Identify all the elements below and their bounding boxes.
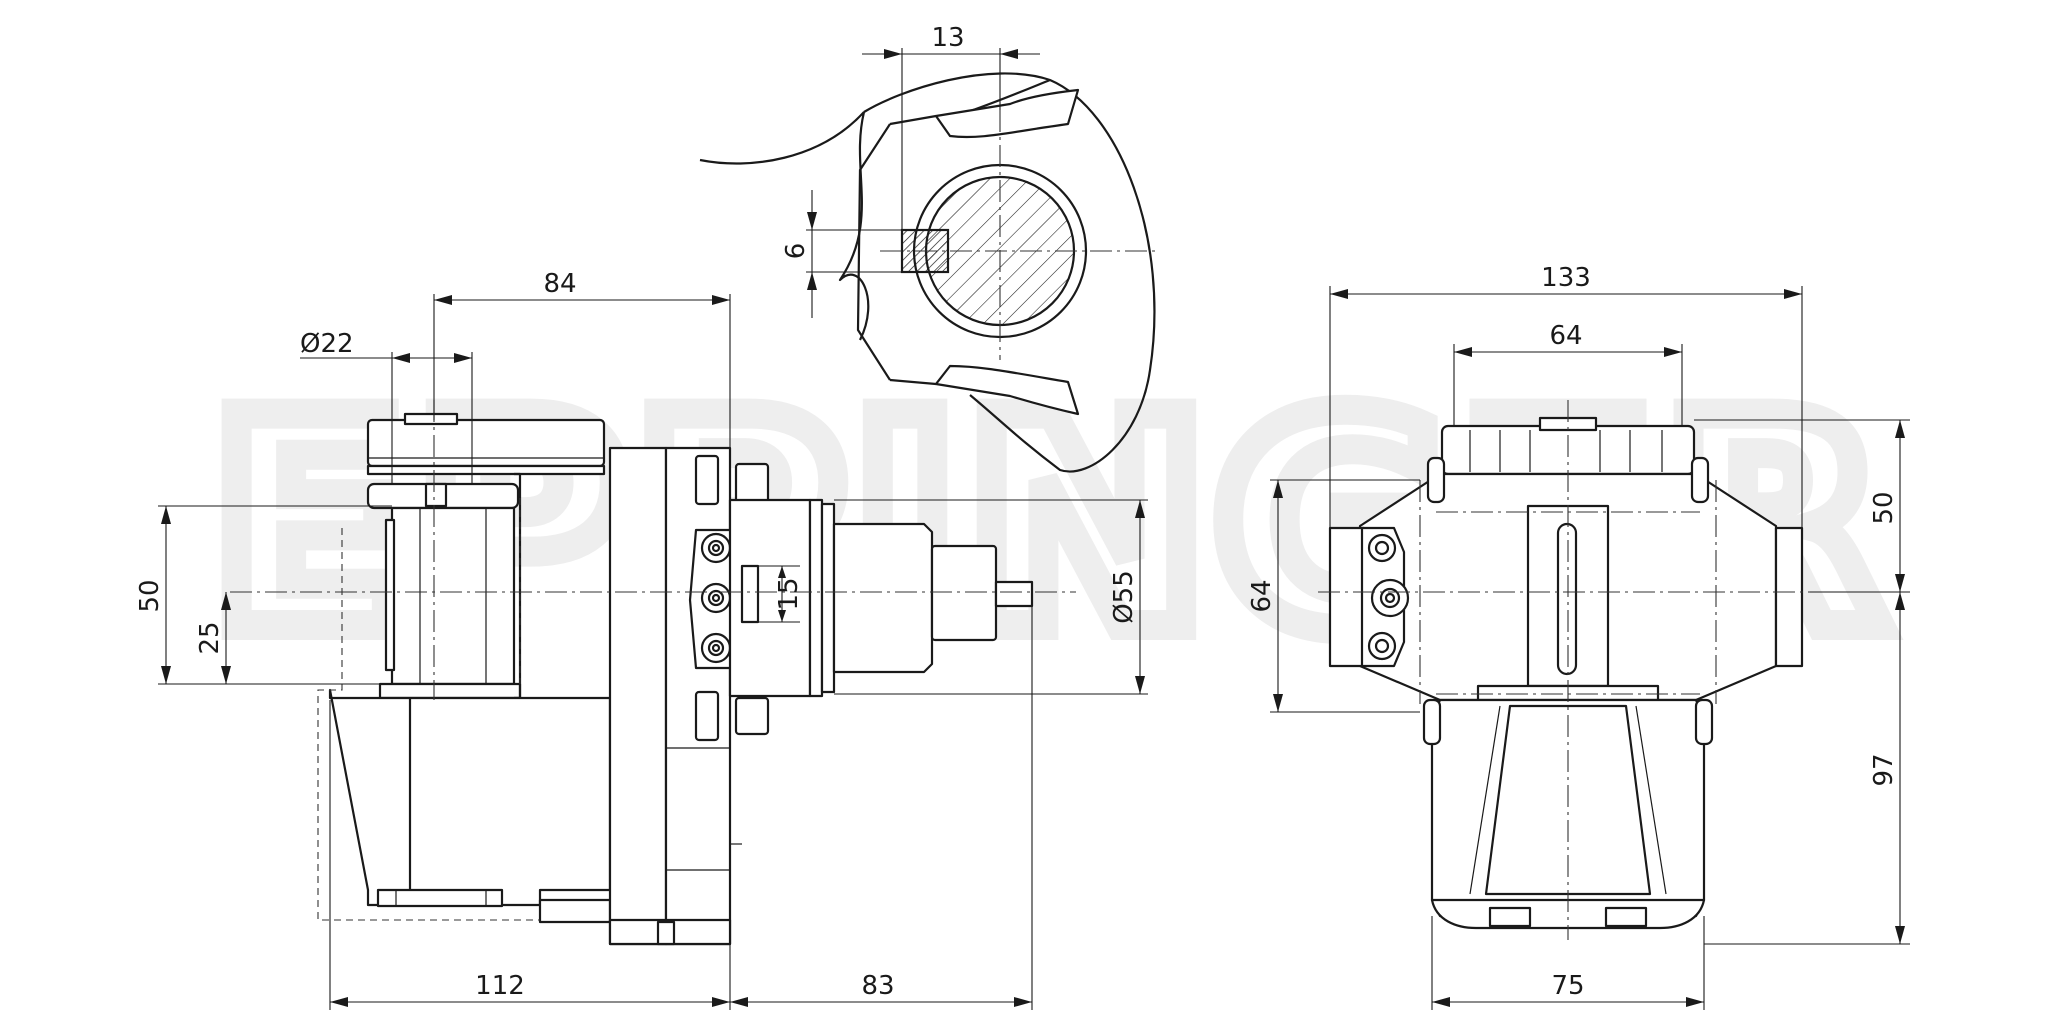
dim-64-left: 64: [1247, 579, 1277, 612]
side-nut-washer: [366, 464, 606, 476]
dim-d55: Ø55: [1109, 570, 1139, 624]
detail-view: [699, 72, 1156, 473]
side-view: [230, 400, 1076, 946]
dim-97: 97: [1869, 753, 1899, 786]
detail-jaw-side: [856, 123, 891, 381]
side-spindle-flange: [378, 682, 522, 700]
front-nut-bolts: [1367, 533, 1410, 661]
side-drive-ring-1: [808, 498, 824, 698]
side-lower-body: [328, 688, 612, 907]
detail-breakout-outline: [699, 72, 1156, 473]
side-center-plate: [608, 446, 668, 946]
front-nut-ribs: [1469, 430, 1663, 472]
front-base-foot-left: [1488, 906, 1532, 928]
side-bolt-lower-head: [734, 696, 770, 736]
side-spindle-slot: [384, 518, 396, 672]
side-nut-bolts: [700, 532, 732, 664]
front-lower-right-lug: [1694, 698, 1714, 746]
dim-50-left: 50: [135, 579, 165, 612]
detail-lower-jaw: [934, 364, 1080, 416]
front-base-foot-right: [1604, 906, 1648, 928]
dimension-lines: [158, 48, 1910, 1010]
side-bolt-lower: [694, 690, 720, 742]
dim-84: 84: [543, 269, 576, 299]
side-nut-key: [403, 412, 459, 426]
side-bolt-upper: [694, 454, 720, 506]
side-key-slot: [740, 564, 760, 624]
side-shaft-stub: [930, 544, 998, 642]
front-housing-right-lug: [1690, 456, 1710, 504]
front-side-block-right: [1774, 526, 1804, 668]
front-side-block-left: [1328, 526, 1366, 668]
side-spindle-column: [390, 506, 516, 686]
dim-15: 15: [774, 577, 804, 610]
front-housing-left-lug: [1426, 456, 1446, 504]
dim-64-top: 64: [1549, 321, 1582, 351]
dim-25: 25: [195, 621, 225, 654]
detail-upper-jaw: [934, 88, 1080, 139]
side-shaft-key: [994, 580, 1034, 608]
dim-d22: Ø22: [300, 329, 354, 359]
front-lower-left-lug: [1422, 698, 1442, 746]
dim-112: 112: [475, 971, 525, 1001]
dimension-labels: 84 Ø22 50 25 15 Ø55 112 83 13 6 133 64 6…: [135, 23, 1899, 1001]
dim-50-right: 50: [1869, 491, 1899, 524]
side-base-step: [538, 898, 612, 924]
side-grease-nipple: [656, 920, 676, 946]
side-drive-ring-2: [820, 502, 836, 694]
front-spindle-slot: [1556, 522, 1578, 676]
side-bolt-upper-head: [734, 462, 770, 506]
dim-83: 83: [861, 971, 894, 1001]
side-spindle-pin: [424, 482, 448, 508]
dim-6: 6: [781, 243, 811, 260]
front-view: [1318, 400, 1810, 940]
dim-75: 75: [1551, 971, 1584, 1001]
side-hidden-outline: [317, 528, 540, 921]
side-drive-shaft: [832, 522, 934, 674]
side-base-foot: [376, 888, 504, 908]
dim-13: 13: [931, 23, 964, 53]
side-clamp-nut: [366, 418, 606, 468]
dim-133: 133: [1541, 263, 1591, 293]
